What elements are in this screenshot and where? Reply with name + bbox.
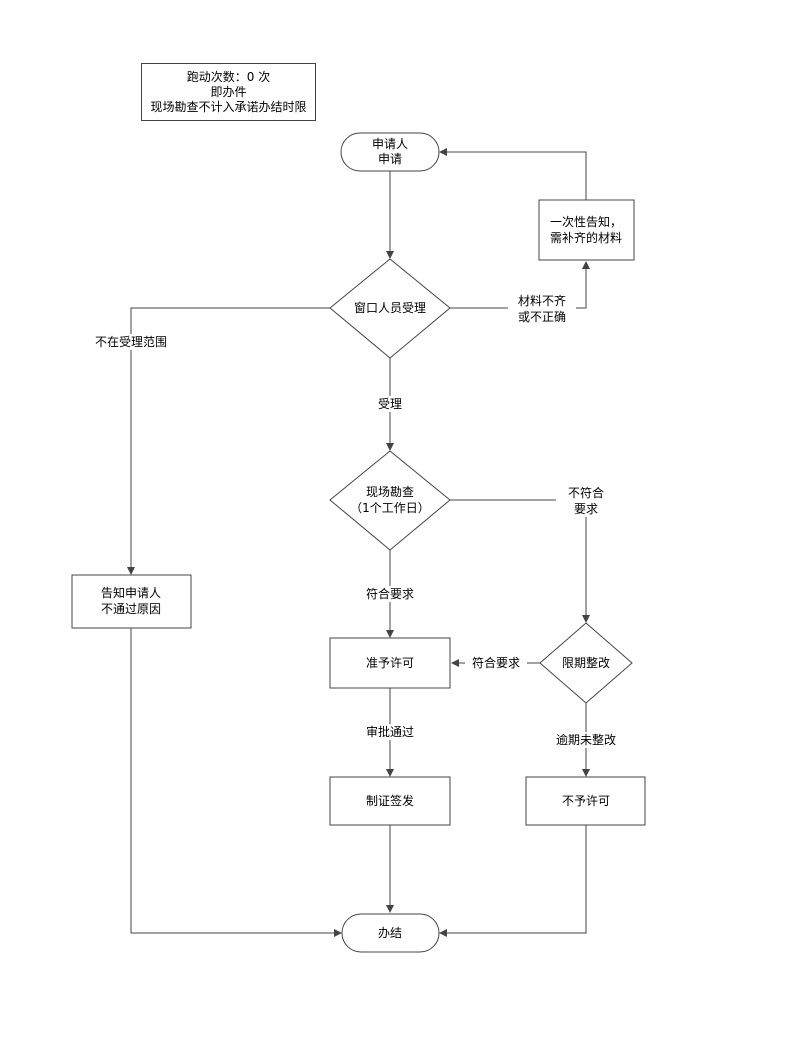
process-note-box: 跑动次数：0 次 即办件 现场勘查不计入承诺办结时限 (141, 63, 316, 121)
label-not-compliant-2: 要求 (574, 502, 598, 516)
edge-deny-to-end (439, 825, 587, 937)
node-site-survey-line2: （1个工作日） (350, 501, 430, 515)
note-visit-count: 跑动次数：0 次 (186, 69, 271, 84)
label-overdue: 逾期未整改 (556, 732, 616, 747)
note-instant: 即办件 (210, 84, 247, 99)
node-notify-supplement: 一次性告知， 需补齐的材料 (538, 199, 635, 261)
node-deny: 不予许可 (525, 776, 646, 826)
node-start: 申请人 申请 (340, 132, 440, 172)
label-materials-incomplete-2: 或不正确 (518, 310, 566, 324)
node-rectify: 限期整改 (539, 622, 633, 704)
node-end: 办结 (341, 913, 440, 953)
node-issue: 制证签发 (329, 776, 451, 826)
node-window-accept: 窗口人员受理 (329, 258, 451, 359)
node-window-accept-label: 窗口人员受理 (354, 301, 426, 315)
node-rectify-label: 限期整改 (562, 655, 610, 670)
label-accepted: 受理 (378, 397, 402, 411)
node-site-survey: 现场勘查 （1个工作日） (329, 450, 451, 551)
node-approve: 准予许可 (329, 637, 451, 689)
edge-accept-to-reject (127, 307, 330, 575)
node-notify-supplement-line1: 一次性告知， (550, 215, 622, 229)
node-approve-label: 准予许可 (366, 656, 414, 670)
node-notify-supplement-line2: 需补齐的材料 (550, 230, 622, 245)
node-notify-reject: 告知申请人 不通过原因 (71, 574, 192, 629)
edge-notify-to-start (439, 148, 587, 200)
label-out-of-scope: 不在受理范围 (95, 335, 167, 349)
node-end-label: 办结 (378, 925, 402, 940)
label-approved: 审批通过 (366, 724, 414, 739)
edge-survey-to-rectify (450, 499, 590, 623)
node-deny-label: 不予许可 (562, 794, 610, 808)
edge-reject-to-end (130, 628, 342, 937)
node-notify-reject-line1: 告知申请人 (101, 586, 161, 600)
edge-labels: 材料不齐 或不正确 不在受理范围 受理 不符合 要求 符合要求 符合要求 审批通… (90, 293, 622, 748)
edge-accept-to-notify (450, 261, 590, 309)
node-notify-reject-line2: 不通过原因 (101, 602, 161, 616)
node-start-line1: 申请人 (372, 137, 408, 151)
label-compliant-after-rectify: 符合要求 (472, 655, 520, 670)
label-materials-incomplete-1: 材料不齐 (518, 293, 566, 308)
node-issue-label: 制证签发 (366, 793, 414, 808)
node-start-line2: 申请 (378, 152, 402, 166)
node-site-survey-line1: 现场勘查 (366, 485, 414, 499)
label-compliant: 符合要求 (366, 586, 414, 601)
note-survey-time: 现场勘查不计入承诺办结时限 (150, 99, 307, 114)
label-not-compliant-1: 不符合 (568, 485, 604, 500)
